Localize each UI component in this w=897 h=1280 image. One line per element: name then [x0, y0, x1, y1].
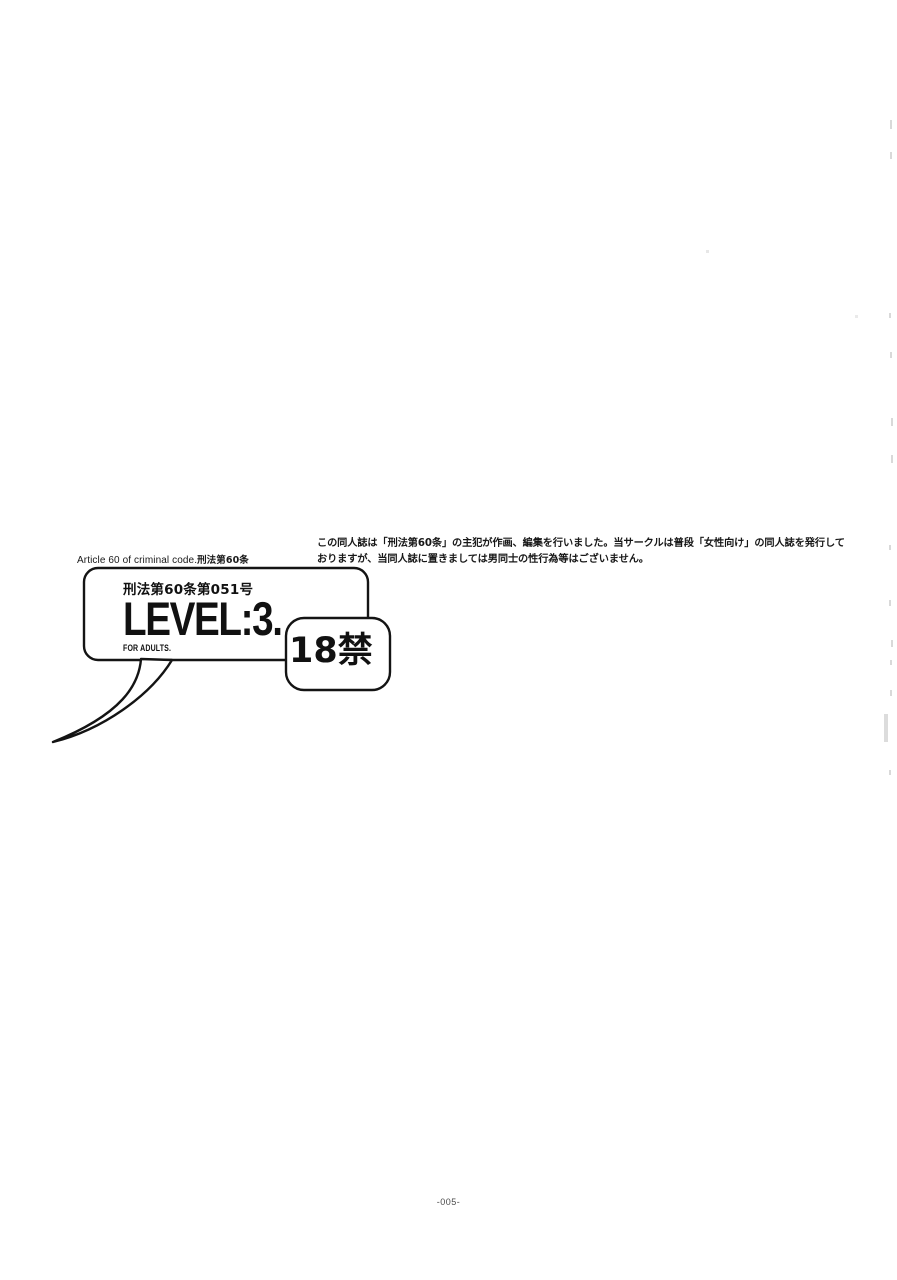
balloon-tail	[51, 657, 174, 744]
speech-balloon-outline	[51, 566, 392, 744]
speech-balloon	[40, 556, 410, 756]
scan-artifact	[855, 315, 858, 318]
scan-artifact	[891, 418, 893, 426]
page-number: -005-	[436, 1197, 461, 1207]
balloon-caption: Article 60 of criminal code.刑法第60条	[77, 552, 249, 566]
disclaimer-line-1: この同人誌は「刑法第60条」の主犯が作画、編集を行いました。当サークルは普段「女…	[317, 538, 845, 549]
balloon-title: LEVEL:3.	[123, 592, 283, 645]
scan-artifact	[891, 640, 893, 647]
scan-artifact	[890, 120, 892, 129]
scan-artifact	[889, 313, 891, 318]
scan-artifact	[891, 455, 893, 463]
caption-japanese: 刑法第60条	[197, 555, 249, 566]
scan-artifact	[890, 352, 892, 358]
scan-artifact	[889, 600, 891, 606]
balloon-text-block: 刑法第60条第051号 LEVEL:3. FOR ADULTS.	[123, 582, 353, 654]
caption-english: Article 60 of criminal code.	[77, 555, 198, 566]
balloon-subtitle: FOR ADULTS.	[123, 643, 172, 653]
scan-artifact	[889, 770, 891, 775]
disclaimer-line-2: おりますが、当同人誌に置きましては男同士の性行為等はございません。	[317, 553, 649, 565]
disclaimer-text: この同人誌は「刑法第60条」の主犯が作画、編集を行いました。当サークルは普段「女…	[317, 536, 845, 567]
scan-artifact	[889, 545, 891, 550]
scan-artifact	[890, 152, 892, 159]
adult-rating-badge-label: 18禁	[289, 631, 373, 671]
scan-artifact	[890, 690, 892, 696]
scan-artifact	[706, 250, 709, 253]
scan-artifact	[890, 660, 892, 665]
balloon-issue-number: 刑法第60条第051号	[123, 582, 254, 598]
badge-capsule	[284, 616, 392, 692]
scan-artifact	[884, 714, 888, 742]
